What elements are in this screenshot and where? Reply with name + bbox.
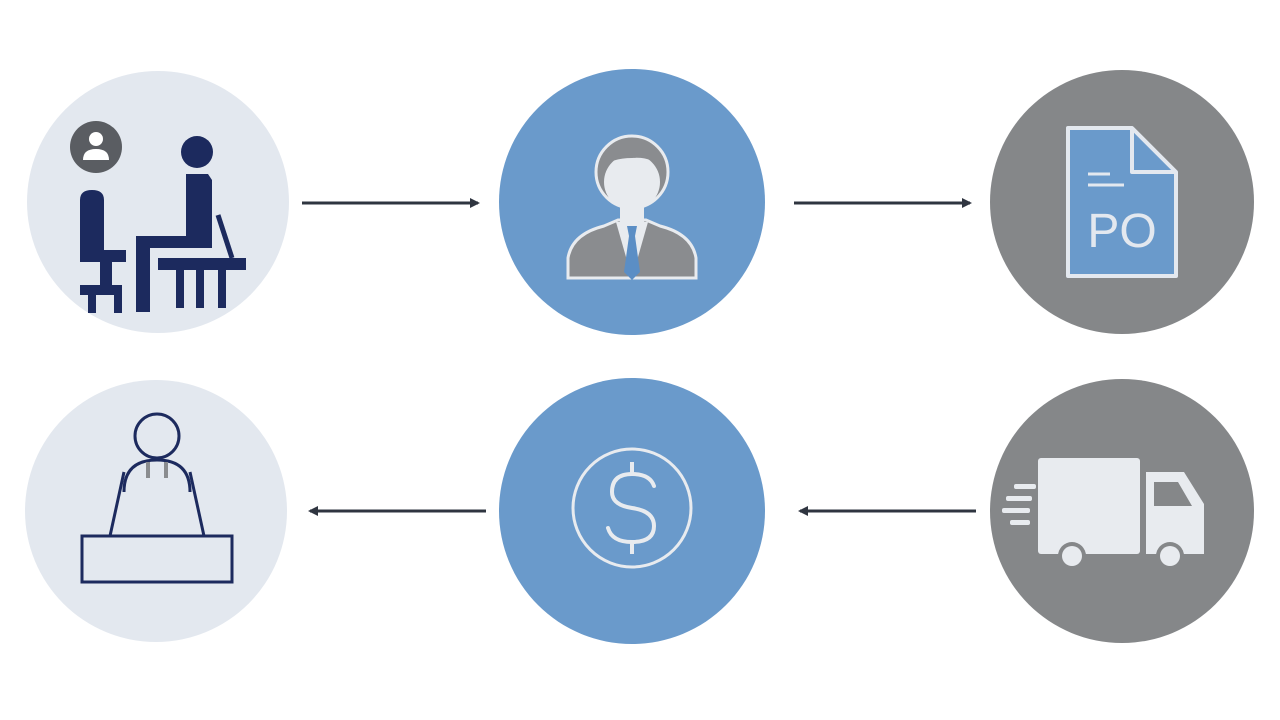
payment-circle <box>499 378 765 644</box>
requester-circle <box>27 71 289 333</box>
dollar-icon <box>571 447 693 569</box>
step-delivery <box>990 379 1254 643</box>
person-at-desk-icon <box>70 121 246 313</box>
delivery-truck-icon <box>1002 458 1204 570</box>
step-requester <box>27 71 289 333</box>
step-manager <box>499 69 765 335</box>
businessman-icon <box>566 134 698 280</box>
step-accounting <box>25 380 287 642</box>
po-document-icon: PO <box>1066 126 1178 278</box>
flow-arrows <box>302 198 976 516</box>
avatar-badge-icon <box>70 121 122 173</box>
step-purchase-order: PO <box>990 70 1254 334</box>
accounting-circle <box>25 380 287 642</box>
po-label: PO <box>1087 205 1156 258</box>
person-at-computer-icon <box>80 412 234 584</box>
step-payment <box>499 378 765 644</box>
